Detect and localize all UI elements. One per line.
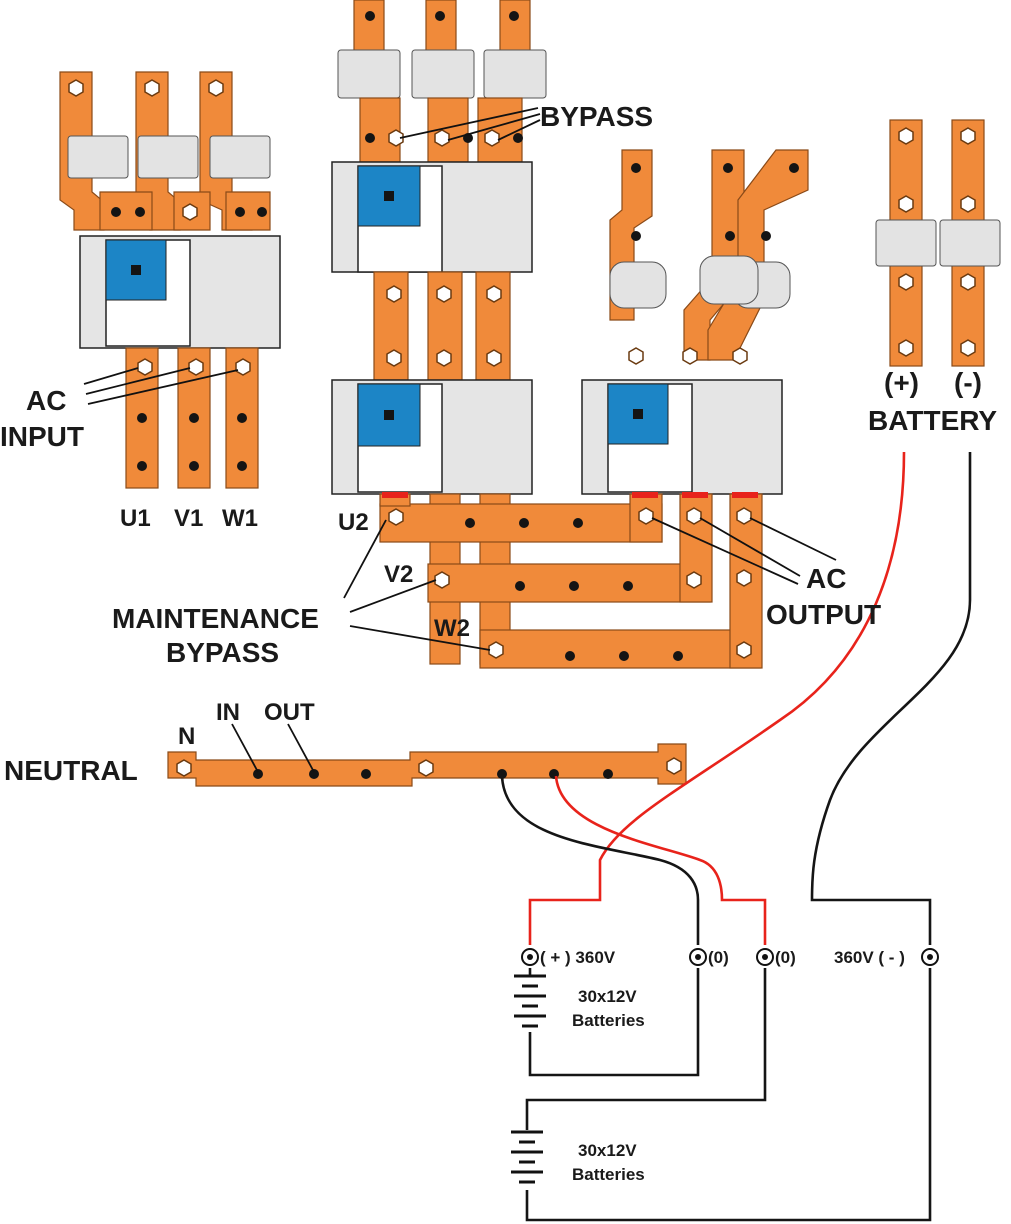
output-breaker-group	[581, 149, 809, 495]
label-ac-output-1: AC	[806, 563, 846, 594]
label-w2: W2	[434, 615, 470, 642]
battery-bank-1-icon	[514, 974, 546, 1028]
label-v1: V1	[174, 505, 203, 532]
label-bank2-line1: 30x12V	[578, 1141, 637, 1160]
insulator	[411, 49, 475, 99]
label-bypass: BYPASS	[540, 101, 653, 132]
label-battery: BATTERY	[868, 405, 997, 436]
label-bank2-line2: Batteries	[572, 1165, 645, 1184]
label-bank1-line1: 30x12V	[578, 987, 637, 1006]
insulator	[67, 135, 129, 179]
label-w1: W1	[222, 505, 258, 532]
insulator	[875, 219, 937, 267]
label-n: N	[178, 723, 195, 750]
battery-wiring	[500, 451, 972, 1222]
insulator	[699, 255, 759, 305]
battery-bank-2-icon	[511, 1130, 543, 1184]
label-v2: V2	[384, 561, 413, 588]
bypass-breaker-group	[331, 0, 547, 495]
terminal-zero-a	[689, 948, 707, 966]
neutral-busbar	[167, 723, 687, 787]
insulator	[939, 219, 1001, 267]
label-maintenance-2: BYPASS	[166, 637, 279, 668]
label-neutral: NEUTRAL	[4, 755, 138, 786]
label-ac-input-2: INPUT	[0, 421, 84, 452]
label-u1: U1	[120, 505, 151, 532]
insulator	[209, 135, 271, 179]
input-bottom-busbars	[125, 347, 259, 489]
label-maintenance-1: MAINTENANCE	[112, 603, 319, 634]
insulator	[137, 135, 199, 179]
negative-wire	[810, 452, 972, 945]
label-term-zero-a: (0)	[708, 948, 729, 967]
battery-terminals	[521, 948, 939, 966]
label-ac-input-1: AC	[26, 385, 66, 416]
label-term-minus-360: 360V ( - )	[834, 948, 905, 967]
label-term-zero-b: (0)	[775, 948, 796, 967]
maintenance-bypass-bus	[343, 492, 837, 669]
battery-busbars	[875, 119, 1001, 367]
insulator	[337, 49, 401, 99]
input-breaker-group	[59, 71, 281, 489]
label-out: OUT	[264, 699, 315, 726]
label-term-plus-360: ( + ) 360V	[540, 948, 616, 967]
label-battery-minus: (-)	[954, 367, 982, 398]
label-bank1-line2: Batteries	[572, 1011, 645, 1030]
insulator	[483, 49, 547, 99]
positive-wire	[528, 451, 906, 945]
neutral-wire-b	[554, 775, 767, 945]
breaker-indicator	[607, 383, 669, 445]
terminal-zero-b	[756, 948, 774, 966]
label-ac-output-2: OUTPUT	[766, 599, 881, 630]
label-battery-plus: (+)	[884, 367, 919, 398]
insulator	[609, 261, 667, 309]
label-u2: U2	[338, 509, 369, 536]
terminal-plus-360	[521, 948, 539, 966]
terminal-minus-360	[921, 948, 939, 966]
neutral-wire-a	[500, 775, 700, 945]
label-in: IN	[216, 699, 240, 726]
